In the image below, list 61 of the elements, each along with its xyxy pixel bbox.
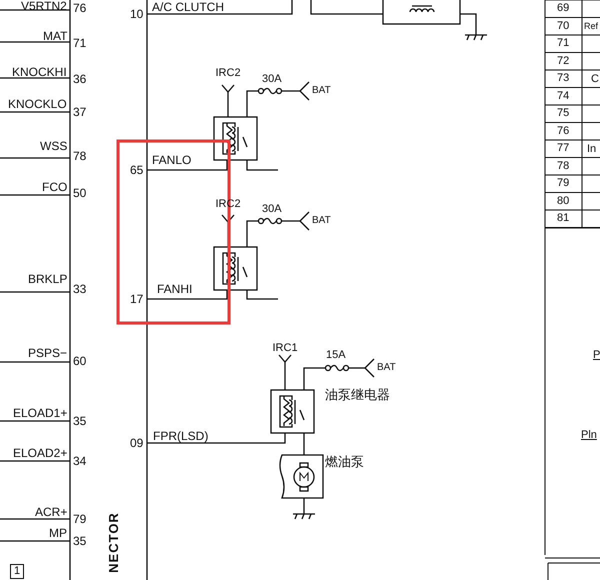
sheet-number: 1 bbox=[10, 564, 24, 579]
pin-function-text: C bbox=[591, 74, 599, 85]
pin-number: 71 bbox=[73, 37, 86, 49]
row-number: 79 bbox=[557, 178, 570, 189]
row-number: 76 bbox=[557, 126, 570, 136]
signal-name: MP bbox=[49, 527, 67, 539]
row-number: 70 bbox=[557, 20, 570, 32]
pin-number: 35 bbox=[73, 535, 86, 547]
pin-number: 50 bbox=[73, 187, 86, 199]
connector-title: NECTOR bbox=[106, 512, 120, 573]
pin-number: 10 bbox=[130, 8, 144, 20]
fuse-rating: 30A bbox=[262, 74, 282, 85]
table-text: P bbox=[593, 350, 600, 361]
pin-number: 17 bbox=[130, 293, 144, 305]
fuse-rating: 15A bbox=[326, 350, 346, 361]
row-number: 71 bbox=[557, 38, 570, 49]
row-number: 81 bbox=[557, 213, 570, 224]
wire-label: FPR(LSD) bbox=[153, 430, 208, 442]
signal-name: PSPS− bbox=[28, 347, 68, 359]
row-number: 80 bbox=[557, 196, 570, 206]
connector-label: BAT bbox=[312, 86, 331, 96]
pin-number: 36 bbox=[73, 73, 86, 85]
row-number: 72 bbox=[557, 56, 570, 66]
pin-number: 60 bbox=[73, 355, 86, 367]
signal-name: BRKLP bbox=[28, 273, 68, 285]
signal-name: ELOAD2+ bbox=[13, 447, 68, 459]
connector-label: BAT bbox=[312, 216, 331, 226]
pin-number: 35 bbox=[73, 415, 86, 427]
signal-name: ELOAD1+ bbox=[13, 407, 68, 419]
row-number: 69 bbox=[557, 3, 570, 14]
row-number: 74 bbox=[557, 90, 570, 102]
pin-number: 09 bbox=[130, 437, 144, 449]
pin-number: 37 bbox=[73, 106, 86, 118]
row-number: 78 bbox=[557, 160, 570, 172]
pin-number: 65 bbox=[130, 164, 144, 176]
pin-function-text: In bbox=[587, 144, 596, 155]
table-text: Pln bbox=[581, 430, 597, 441]
component-label: 燃油泵 bbox=[325, 455, 364, 468]
row-number: 77 bbox=[557, 143, 570, 154]
connector-label: BAT bbox=[377, 363, 396, 373]
fuse-rating: 30A bbox=[262, 204, 282, 215]
row-number: 75 bbox=[557, 108, 570, 119]
wire-label: A/C CLUTCH bbox=[152, 1, 224, 13]
pin-number: 34 bbox=[73, 455, 86, 467]
pin-function-text: Ref bbox=[584, 22, 598, 30]
pin-number: 78 bbox=[73, 150, 86, 162]
pin-number: 33 bbox=[73, 283, 86, 295]
signal-name: KNOCKHI bbox=[12, 66, 67, 78]
signal-name: KNOCKLO bbox=[8, 98, 67, 110]
pin-number: 79 bbox=[73, 513, 86, 525]
signal-name: MAT bbox=[43, 30, 68, 42]
signal-name: FCO bbox=[42, 181, 68, 193]
wire-label: FANHI bbox=[157, 283, 192, 295]
row-number: 73 bbox=[557, 73, 570, 84]
connector-label: IRC1 bbox=[272, 343, 298, 354]
component-label: 油泵继电器 bbox=[325, 388, 390, 401]
connector-label: IRC2 bbox=[216, 68, 241, 79]
signal-name: WSS bbox=[40, 140, 68, 152]
pin-number: 76 bbox=[73, 2, 86, 14]
wire-label: FANLO bbox=[152, 154, 192, 166]
signal-name: ACR+ bbox=[35, 506, 68, 518]
